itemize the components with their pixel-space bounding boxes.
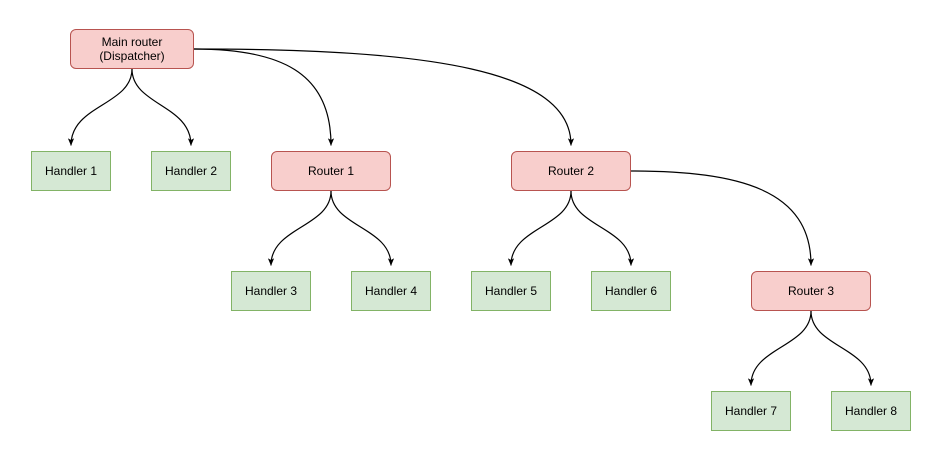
node-label-r1: Router 1: [307, 164, 355, 178]
node-label-h5: Handler 5: [484, 284, 538, 298]
edge-main-to-r1: [193, 48, 335, 146]
node-h8[interactable]: Handler 8: [831, 391, 911, 431]
node-label-h8: Handler 8: [844, 404, 898, 418]
node-h5[interactable]: Handler 5: [471, 271, 551, 311]
node-label-r3: Router 3: [787, 284, 835, 298]
node-h4[interactable]: Handler 4: [351, 271, 431, 311]
node-h7[interactable]: Handler 7: [711, 391, 791, 431]
edge-main-to-r2: [193, 48, 575, 146]
node-label-main: Main router (Dispatcher): [99, 35, 165, 63]
node-r1[interactable]: Router 1: [271, 151, 391, 191]
node-label-h1: Handler 1: [44, 164, 98, 178]
edge-r3-to-h8: [810, 310, 875, 386]
node-h1[interactable]: Handler 1: [31, 151, 111, 191]
node-label-h3: Handler 3: [244, 284, 298, 298]
edges-group: [67, 48, 875, 386]
node-label-h4: Handler 4: [364, 284, 418, 298]
edge-main-to-h2: [131, 68, 195, 146]
node-r2[interactable]: Router 2: [511, 151, 631, 191]
edge-main-to-h1: [67, 68, 133, 146]
edge-r2-to-h6: [570, 190, 635, 266]
edge-r2-to-h5: [507, 190, 572, 266]
edge-r1-to-h4: [330, 190, 395, 266]
node-r3[interactable]: Router 3: [751, 271, 871, 311]
node-label-r2: Router 2: [547, 164, 595, 178]
edge-r2-to-r3: [630, 170, 815, 266]
node-label-h2: Handler 2: [164, 164, 218, 178]
node-h2[interactable]: Handler 2: [151, 151, 231, 191]
node-h6[interactable]: Handler 6: [591, 271, 671, 311]
node-label-h6: Handler 6: [604, 284, 658, 298]
node-label-h7: Handler 7: [724, 404, 778, 418]
edge-r1-to-h3: [267, 190, 332, 266]
node-h3[interactable]: Handler 3: [231, 271, 311, 311]
node-main[interactable]: Main router (Dispatcher): [70, 29, 194, 69]
edge-r3-to-h7: [747, 310, 812, 386]
